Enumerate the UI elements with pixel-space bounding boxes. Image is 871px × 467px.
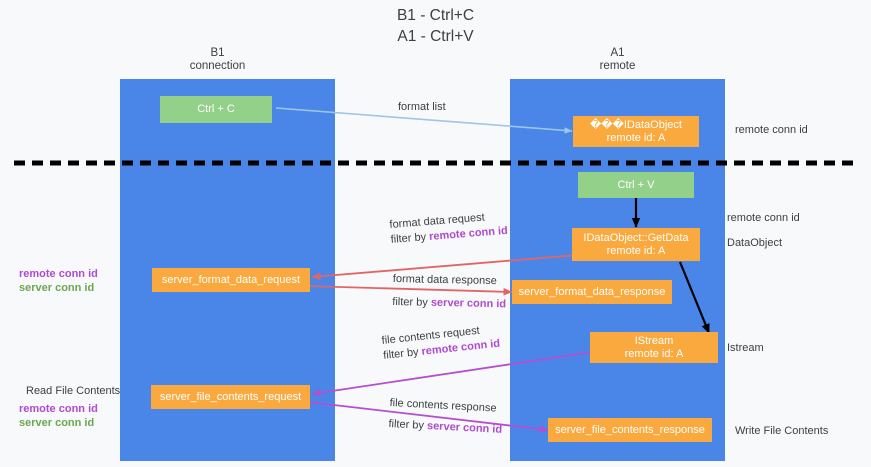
- box-ctrl-v-label: Ctrl + V: [617, 178, 655, 191]
- left-label-read-server-conn-id: server conn id: [19, 417, 95, 429]
- label-file-contents-request-filter-prefix: filter by: [382, 345, 423, 362]
- label-file-contents-request: file contents request filter by remote c…: [381, 322, 501, 364]
- right-label-dataobject: DataObject: [727, 237, 783, 249]
- right-label-remote-conn-id-top: remote conn id: [735, 124, 808, 136]
- label-file-contents-response: file contents response filter by server …: [388, 396, 503, 438]
- label-format-data-request: format data request filter by remote con…: [389, 209, 508, 248]
- label-format-data-response: format data response filter by server co…: [392, 272, 506, 312]
- box-idataobject-line2: remote id: A: [606, 131, 666, 144]
- box-server-format-data-request[interactable]: server_format_data_request: [152, 268, 310, 292]
- label-file-contents-response-filter-prefix: filter by: [388, 417, 428, 432]
- box-getdata-line2: remote id: A: [606, 244, 666, 257]
- left-label-read-conn-ids: remote conn id server conn id: [19, 402, 98, 430]
- box-ctrl-c[interactable]: Ctrl + C: [160, 96, 272, 123]
- right-label-remote-conn-id-mid: remote conn id: [727, 212, 800, 224]
- box-istream[interactable]: IStream remote id: A: [590, 332, 718, 363]
- right-label-istream: Istream: [727, 342, 764, 354]
- left-label-read-remote-conn-id: remote conn id: [19, 403, 98, 415]
- box-istream-line2: remote id: A: [624, 347, 684, 360]
- page-title: B1 - Ctrl+C A1 - Ctrl+V: [0, 5, 871, 47]
- box-idataobject[interactable]: ���IDataObject remote id: A: [573, 116, 699, 147]
- label-file-contents-response-text: file contents response: [389, 396, 497, 415]
- box-server-file-contents-request[interactable]: server_file_contents_request: [151, 385, 310, 409]
- left-label-read-file-contents: Read File Contents: [26, 384, 120, 398]
- box-istream-line1: IStream: [634, 334, 674, 347]
- box-server-file-contents-response[interactable]: server_file_contents_response: [548, 418, 712, 442]
- box-server-file-contents-request-label: server_file_contents_request: [159, 390, 302, 403]
- box-getdata-line1: IDataObject::GetData: [583, 231, 689, 244]
- column-header-a1-name: A1: [610, 47, 625, 59]
- column-header-b1-sub: connection: [189, 60, 246, 72]
- column-header-a1-sub: remote: [599, 60, 636, 72]
- left-label-conn-ids: remote conn id server conn id: [19, 267, 98, 295]
- label-format-data-response-text: format data response: [392, 272, 497, 288]
- left-label-server-conn-id: server conn id: [19, 282, 95, 294]
- label-format-data-response-filter-prefix: filter by: [392, 295, 432, 309]
- box-server-file-contents-response-label: server_file_contents_response: [555, 423, 705, 436]
- column-header-b1-name: B1: [210, 47, 225, 59]
- box-server-format-data-response[interactable]: server_format_data_response: [512, 280, 672, 304]
- column-header-b1: B1 connection: [150, 47, 285, 73]
- title-line-2: A1 - Ctrl+V: [397, 28, 474, 45]
- label-file-contents-response-filter-value: server conn id: [426, 419, 503, 436]
- title-line-1: B1 - Ctrl+C: [396, 7, 475, 24]
- left-label-remote-conn-id: remote conn id: [19, 268, 98, 280]
- box-idataobject-line1: ���IDataObject: [590, 118, 682, 131]
- label-format-data-response-filter-value: server conn id: [430, 296, 507, 311]
- right-label-write-file-contents: Write File Contents: [735, 425, 829, 437]
- label-format-list: format list: [398, 101, 446, 113]
- box-ctrl-c-label: Ctrl + C: [197, 103, 235, 115]
- box-ctrl-v[interactable]: Ctrl + V: [578, 172, 694, 198]
- box-server-format-data-response-label: server_format_data_response: [518, 285, 666, 298]
- label-format-data-request-filter-prefix: filter by: [390, 230, 430, 246]
- box-server-format-data-request-label: server_format_data_request: [161, 273, 301, 286]
- column-header-a1: A1 remote: [550, 47, 685, 73]
- box-idataobject-getdata[interactable]: IDataObject::GetData remote id: A: [572, 228, 700, 261]
- left-label-read-file-contents-text: Read File Contents: [26, 385, 121, 397]
